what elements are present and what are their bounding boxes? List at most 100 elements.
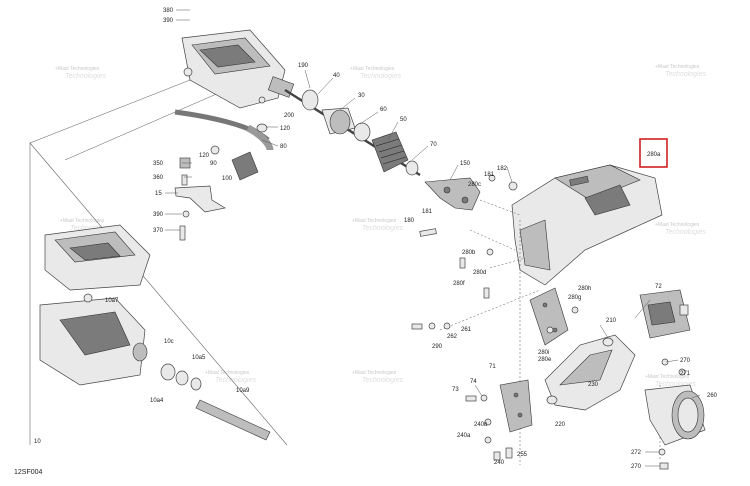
callout-label: 255 [517, 452, 528, 458]
seal-inset [160, 363, 176, 381]
hose-clamp [210, 145, 220, 155]
coupler-ring [329, 109, 351, 135]
callout-label: 271 [680, 371, 691, 377]
callout-label: 150 [460, 161, 471, 167]
callout-label: 240a [457, 433, 471, 439]
watermark-text: +Mast Technologies [352, 218, 397, 224]
callout-label: 50 [400, 117, 407, 123]
bolt [411, 323, 423, 330]
screw [661, 358, 669, 366]
watermark-text: +Mast Technologies [655, 222, 700, 228]
screw [678, 368, 686, 376]
watermark-text: Technologies [360, 73, 401, 80]
throttle-body-group [644, 358, 706, 470]
watermark-text: +Mast Technologies [655, 64, 700, 70]
watermark-text: Technologies [65, 73, 106, 80]
supercharger-rotors-inset [59, 311, 131, 356]
callout-label: 390 [153, 212, 164, 218]
inset-leader [29, 79, 191, 144]
bolt-head [258, 96, 266, 104]
grommet [546, 395, 558, 405]
bolt [659, 462, 669, 470]
guide-line [439, 289, 541, 331]
bracket-hole [517, 412, 523, 418]
callout-label: 190 [298, 63, 309, 69]
seal-inset [190, 377, 202, 391]
watermark-text: +Mast Technologies [352, 370, 397, 376]
actuator-group [639, 289, 691, 339]
nut [488, 174, 496, 182]
lower-bracket-group [465, 379, 533, 461]
callout-label: 180 [404, 218, 415, 224]
cradle-group [544, 334, 636, 411]
airbox-fasteners [411, 248, 494, 330]
callout-label: 10 [34, 439, 41, 445]
plug-inset [83, 293, 93, 303]
callout-label: 270 [631, 464, 642, 470]
callout-label: 280b [462, 250, 476, 256]
bolt-hole [443, 186, 451, 194]
callout-label: 10a9 [236, 388, 250, 394]
callout-label: 10a5 [192, 355, 206, 361]
callout-label: 280h [578, 286, 591, 292]
watermark-text: +Mast Technologies [205, 370, 250, 376]
leader-lines [165, 9, 701, 467]
airbox-side-flange [519, 219, 551, 271]
airbox-upper-face [554, 164, 641, 201]
callout-label: 73 [452, 387, 459, 393]
highlight-box [639, 138, 668, 168]
watermark-text: Technologies [70, 225, 111, 232]
supercharger-window-inset [69, 242, 121, 261]
spacer [181, 174, 188, 186]
intake-hose [174, 109, 270, 142]
callout-label: 360 [153, 175, 164, 181]
callout-label: 72 [655, 284, 662, 290]
callout-label: 90 [210, 161, 217, 167]
callout-label: 15 [155, 191, 162, 197]
watermark-text: +Mast Technologies [55, 66, 100, 72]
callout-label: 390 [163, 18, 174, 24]
watermark-text: Technologies [655, 381, 696, 388]
plate-hole [552, 327, 558, 333]
callout-label: 270 [680, 358, 691, 364]
bolt-hole [461, 196, 469, 204]
washer [486, 248, 494, 256]
callout-label: 260 [707, 393, 718, 399]
callout-label: 230 [588, 382, 599, 388]
watermark-text: +Mast Technologies [350, 66, 395, 72]
callout-label: 181 [484, 172, 495, 178]
callout-label: 74 [470, 379, 477, 385]
airbox-cover-group [511, 164, 663, 286]
callout-label: 280i [538, 350, 549, 356]
watermark-text: +Mast Technologies [645, 374, 690, 380]
inset-supercharger-cutaway [39, 293, 271, 441]
callout-labels: 380 390 190 40 30 60 50 70 200 120 120 8… [34, 8, 718, 470]
callout-label: 272 [631, 450, 642, 456]
callout-label: 240b [474, 422, 488, 428]
nut [571, 306, 579, 314]
callout-label: 280c [468, 182, 481, 188]
watermark-text: Technologies [665, 71, 706, 78]
bellow-boot [371, 131, 409, 173]
lower-bracket [499, 379, 533, 433]
intake-hose-group [174, 109, 274, 181]
o-ring [353, 122, 371, 142]
washer [484, 418, 492, 426]
watermark-text: Technologies [665, 229, 706, 236]
watermark-text: Technologies [362, 377, 403, 384]
grommet [602, 337, 614, 347]
washer [484, 436, 492, 444]
callout-label: 30 [358, 93, 365, 99]
callout-label: 10a4 [150, 398, 164, 404]
callout-label: 280f [453, 281, 465, 287]
supercharger-assembly [181, 29, 295, 109]
washer [480, 394, 488, 402]
callout-label: 370 [153, 228, 164, 234]
callout-label: 10c [164, 339, 174, 345]
nut [182, 210, 190, 218]
highlighted-callout[interactable]: 280a [639, 138, 668, 168]
washer [546, 326, 554, 334]
side-plate [529, 287, 569, 346]
callout-label: 10a7 [105, 298, 119, 304]
